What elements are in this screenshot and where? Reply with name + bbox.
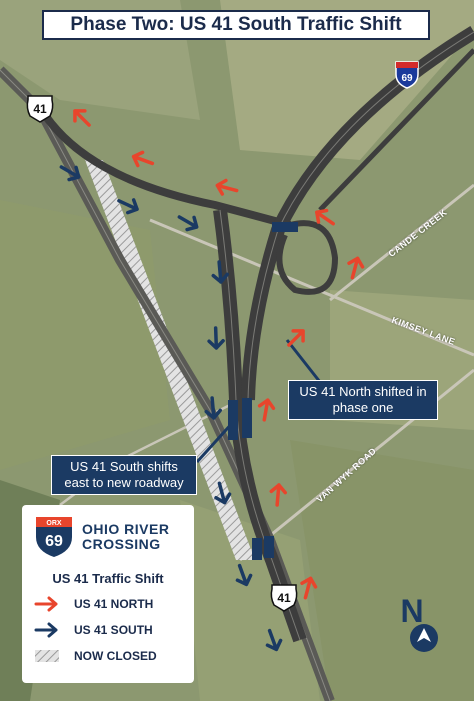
legend-item-us41-north: US 41 NORTH — [34, 596, 182, 612]
compass-letter: N — [400, 593, 423, 629]
north-arrow — [215, 178, 239, 196]
south-callout-leader — [195, 418, 237, 464]
loop-ramp — [276, 220, 339, 295]
navy-arrow-icon — [34, 622, 58, 638]
legend-label: US 41 SOUTH — [74, 623, 153, 637]
field-patch — [180, 500, 320, 701]
north-arrow — [287, 329, 305, 347]
north-arrow — [269, 483, 287, 507]
i69-ramp — [318, 48, 474, 212]
legend-item-us41-south: US 41 SOUTH — [34, 622, 182, 638]
south-arrow — [211, 260, 229, 284]
north-arrow — [257, 398, 276, 422]
south-arrow — [265, 628, 283, 652]
us41-north-arrows — [73, 109, 365, 600]
us41-shield-bottom: 41 — [270, 584, 298, 612]
svg-text:ORX: ORX — [46, 520, 62, 527]
svg-text:41: 41 — [33, 102, 47, 116]
south-arrow — [117, 198, 139, 215]
north-arrow-compass: N — [400, 593, 438, 652]
construction-marker — [242, 398, 252, 438]
north-shift-callout: US 41 North shifted in phase one — [288, 380, 438, 420]
map-legend: ORX 69 OHIO RIVER CROSSING US 41 Traffic… — [22, 505, 194, 683]
ohio-river-crossing-brand: ORX 69 OHIO RIVER CROSSING — [34, 515, 182, 559]
south-shift-callout: US 41 South shifts east to new roadway — [51, 455, 197, 495]
legend-label: NOW CLOSED — [74, 649, 157, 663]
brand-line-2: CROSSING — [82, 536, 161, 552]
south-arrow — [207, 326, 225, 350]
cande-creek-road — [329, 183, 474, 302]
north-arrow — [347, 256, 365, 280]
legend-label: US 41 NORTH — [74, 597, 154, 611]
north-arrow — [300, 576, 318, 600]
north-arrow — [131, 150, 155, 168]
orx-69-logo: ORX 69 — [36, 517, 72, 557]
south-arrow — [214, 481, 232, 505]
construction-marker — [264, 536, 274, 558]
svg-text:69: 69 — [45, 533, 63, 550]
svg-text:41: 41 — [277, 591, 291, 605]
us41-ramp — [41, 112, 292, 229]
brand-line-1: OHIO RIVER — [82, 521, 170, 537]
closed-roadway — [85, 160, 255, 560]
us41-shield-top: 41 — [26, 95, 54, 123]
map-title: Phase Two: US 41 South Traffic Shift — [42, 10, 430, 40]
south-arrow — [204, 396, 222, 420]
red-arrow-icon — [34, 596, 58, 612]
construction-marker — [252, 538, 262, 560]
north-arrow — [315, 208, 335, 226]
legend-title: US 41 Traffic Shift — [52, 571, 164, 586]
legend-item-now-closed: NOW CLOSED — [34, 648, 182, 664]
interstate-69-shield: 69 — [395, 61, 419, 89]
hatch-swatch-icon — [35, 650, 59, 662]
south-arrow — [177, 215, 199, 232]
south-arrow — [235, 563, 253, 587]
south-arrow — [59, 165, 81, 182]
construction-marker — [272, 222, 298, 232]
kimsey-lane-road — [149, 218, 474, 357]
us41-south-arrows — [59, 165, 283, 652]
north-callout-leader — [285, 339, 322, 383]
svg-text:69: 69 — [401, 73, 413, 84]
field-patch — [220, 0, 474, 160]
north-arrow — [73, 109, 91, 127]
